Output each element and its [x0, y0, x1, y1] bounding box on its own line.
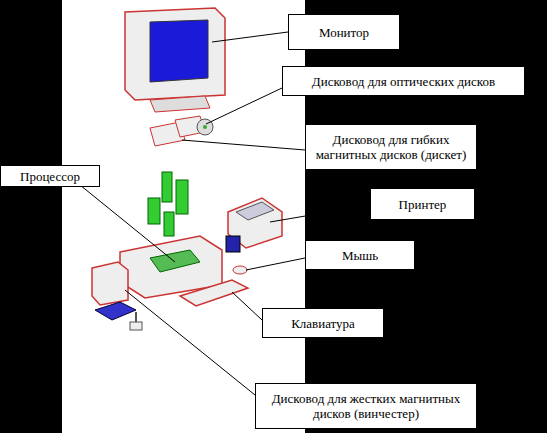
mouse-drawing	[233, 266, 247, 274]
label-box: Мышь	[305, 240, 415, 270]
part-label: Клавиатура	[291, 316, 355, 331]
scanner-drawing	[95, 302, 136, 320]
hard-drive-drawing	[92, 262, 128, 305]
part-label: Мышь	[342, 248, 378, 263]
part-label: Принтер	[399, 197, 447, 212]
white-panel	[62, 0, 305, 433]
label-box: Принтер	[370, 188, 475, 220]
monitor-drawing	[125, 8, 225, 112]
label-box: Дисковод для оптических дисков	[282, 66, 525, 96]
label-box: Процессор	[0, 165, 100, 187]
part-label: Процессор	[20, 169, 80, 184]
label-box: Дисковод для гибких магнитных дисков (ди…	[305, 124, 477, 170]
label-box: Монитор	[288, 14, 400, 50]
part-label: Дисковод для гибких магнитных дисков (ди…	[310, 132, 472, 162]
part-label: Дисковод для жестких магнитных дисков (в…	[260, 391, 472, 421]
joystick-drawing	[130, 312, 142, 330]
label-box: Клавиатура	[262, 308, 384, 338]
part-label: Дисковод для оптических дисков	[312, 74, 495, 89]
expansion-cards	[148, 172, 188, 236]
keyboard-drawing	[180, 280, 248, 306]
diskette	[226, 236, 240, 252]
part-label: Монитор	[319, 25, 369, 40]
label-box: Дисковод для жестких магнитных дисков (в…	[255, 383, 477, 429]
